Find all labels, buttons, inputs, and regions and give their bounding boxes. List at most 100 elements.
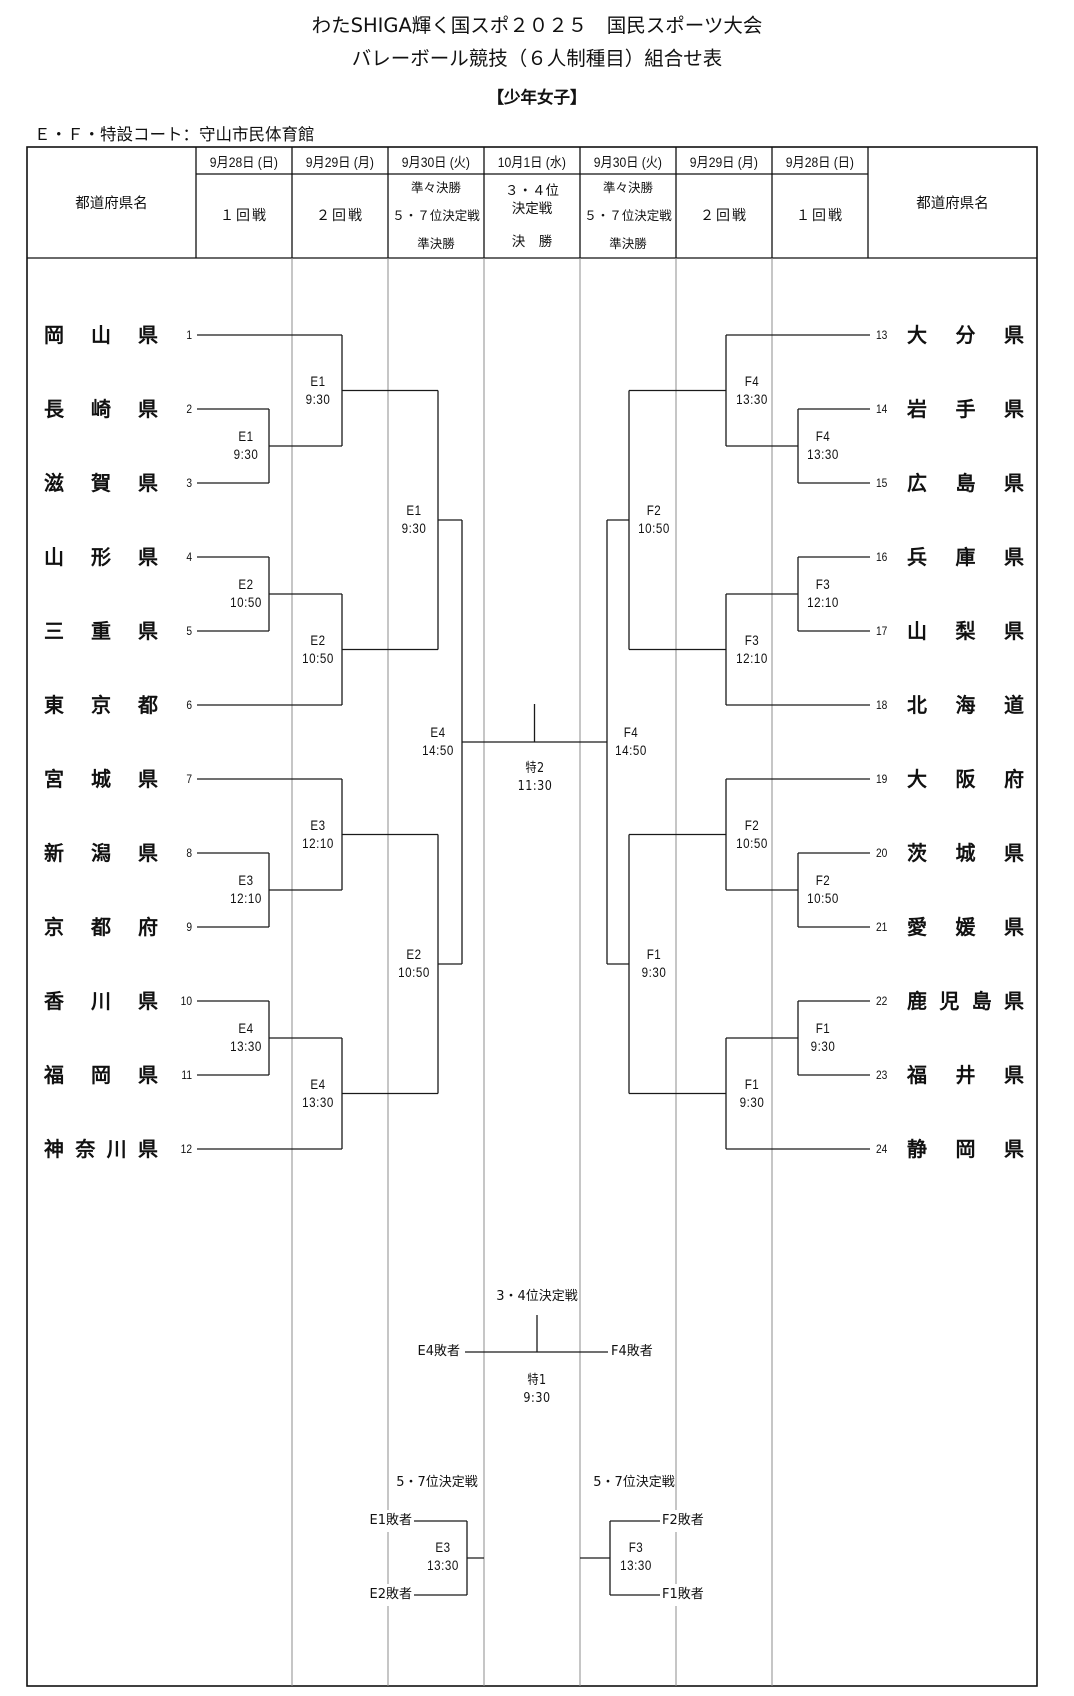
match-time: 10:50 — [807, 891, 839, 906]
prefecture-name: 静岡県 — [907, 1137, 1024, 1161]
round-label: 準決勝 — [609, 236, 647, 251]
header-round-col3: 準々決勝 ５・７位決定戦 準決勝 — [388, 174, 484, 258]
prefecture-name: 広島県 — [907, 471, 1024, 495]
third-place-match-label: 特1 9:30 — [523, 1372, 550, 1408]
match-time: 14:50 — [615, 743, 647, 758]
match-code: F3 — [815, 577, 831, 592]
match-code: E2 — [310, 632, 326, 648]
prefecture-name-char: 長 — [44, 397, 64, 421]
left-match-label: E4 14:50 — [422, 724, 454, 760]
prefecture-name-char: 宮 — [44, 767, 64, 791]
prefecture-name-char: 県 — [1004, 323, 1024, 347]
prefecture-name-char: 児 — [939, 989, 960, 1013]
match-code: E4 — [238, 1021, 254, 1036]
match-time: 13:30 — [302, 1094, 334, 1110]
date-label: 9月29日 (月) — [689, 154, 759, 170]
match-time: 14:50 — [422, 743, 454, 758]
prefecture-name-char: 茨 — [907, 841, 927, 865]
prefecture-name-char: 阪 — [955, 767, 976, 791]
match-code: F2 — [744, 817, 760, 833]
prefecture-name: 三重県 — [44, 619, 158, 643]
prefecture-name-char: 県 — [1004, 397, 1024, 421]
fifth-left-bottom-entrant: E2敗者 — [368, 1584, 413, 1606]
team-seed-number: 18 — [876, 698, 888, 712]
match-code: E4 — [310, 1076, 326, 1092]
team-seed-number: 3 — [186, 476, 192, 490]
header-round-col1: １回戦 — [196, 174, 292, 258]
fifth-left-title: 5・7位決定戦 — [396, 1475, 478, 1490]
match-time: 13:30 — [620, 1558, 652, 1573]
match-time: 12:10 — [807, 595, 839, 610]
match-time: 12:10 — [230, 891, 262, 906]
prefecture-name-char: 広 — [907, 471, 927, 495]
table-border — [26, 146, 1038, 1687]
header-date-col2: 9月29日 (月) — [292, 147, 388, 174]
fifth-right-top-entrant: F2敗者 — [661, 1510, 705, 1532]
prefecture-name-char: 川 — [91, 989, 111, 1013]
prefecture-name-char: 県 — [138, 545, 158, 569]
prefecture-name-char: 大 — [907, 323, 927, 347]
prefecture-name-char: 県 — [1004, 1137, 1024, 1161]
prefecture-name-char: 岡 — [91, 1063, 111, 1087]
prefecture-name: 茨城県 — [907, 841, 1024, 865]
prefecture-name-char: 東 — [44, 693, 64, 717]
prefecture-name-char: 県 — [1004, 841, 1024, 865]
match-code: F2 — [646, 503, 662, 518]
team-seed-number: 19 — [876, 772, 888, 786]
match-time: 9:30 — [641, 965, 667, 980]
prefecture-name: 福井県 — [907, 1063, 1024, 1087]
prefecture-name-char: 県 — [138, 1063, 158, 1087]
fifth-left-top-entrant: E1敗者 — [368, 1510, 413, 1532]
prefecture-name-char: 府 — [1004, 767, 1024, 791]
match-code: E1 — [238, 429, 254, 444]
match-code: E4 — [430, 725, 446, 740]
prefecture-name-char: 県 — [137, 1137, 158, 1161]
prefecture-name-char: 井 — [955, 1063, 976, 1087]
prefecture-name-char: 京 — [91, 693, 111, 717]
prefecture-name: 北海道 — [907, 693, 1024, 717]
team-seed-number: 23 — [876, 1068, 888, 1082]
prefecture-name: 新潟県 — [44, 841, 158, 865]
match-time: 11:30 — [517, 779, 552, 794]
match-code: E3 — [435, 1540, 451, 1555]
match-code: E3 — [310, 817, 326, 833]
prefecture-name-char: 島 — [955, 471, 976, 495]
prefecture-name: 山形県 — [44, 545, 158, 569]
prefecture-name-char: 形 — [91, 545, 111, 569]
match-code: F2 — [815, 873, 831, 888]
fifth-right-title: 5・7位決定戦 — [593, 1475, 675, 1490]
prefecture-name: 兵庫県 — [907, 545, 1024, 569]
prefecture-name-char: 静 — [907, 1137, 927, 1161]
prefecture-name-char: 重 — [91, 619, 111, 643]
match-time: 12:10 — [736, 650, 768, 666]
prefecture-name-char: 岡 — [44, 323, 64, 347]
left-match-label: E4 13:30 — [302, 1076, 334, 1112]
match-time: 13:30 — [807, 447, 839, 462]
prefecture-name-char: 山 — [91, 323, 111, 347]
match-code: 特1 — [527, 1373, 547, 1388]
match-time: 10:50 — [230, 595, 262, 610]
prefecture-name-char: 県 — [138, 323, 158, 347]
prefecture-name-char: 県 — [1004, 1063, 1024, 1087]
prefecture-name-char: 分 — [955, 323, 976, 347]
prefecture-name-char: 庫 — [955, 545, 976, 569]
team-seed-number: 13 — [876, 328, 888, 342]
match-time: 9:30 — [305, 391, 331, 407]
date-label: 10月1日 (水) — [497, 154, 567, 170]
team-seed-number: 5 — [186, 624, 192, 638]
prefecture-name: 山梨県 — [907, 619, 1024, 643]
prefecture-name: 東京都 — [44, 693, 158, 717]
round-label: １回戦 — [796, 208, 844, 224]
match-code: E1 — [310, 373, 326, 389]
prefecture-name: 香川県 — [44, 989, 158, 1013]
header-date-col7: 9月28日 (日) — [772, 147, 868, 174]
